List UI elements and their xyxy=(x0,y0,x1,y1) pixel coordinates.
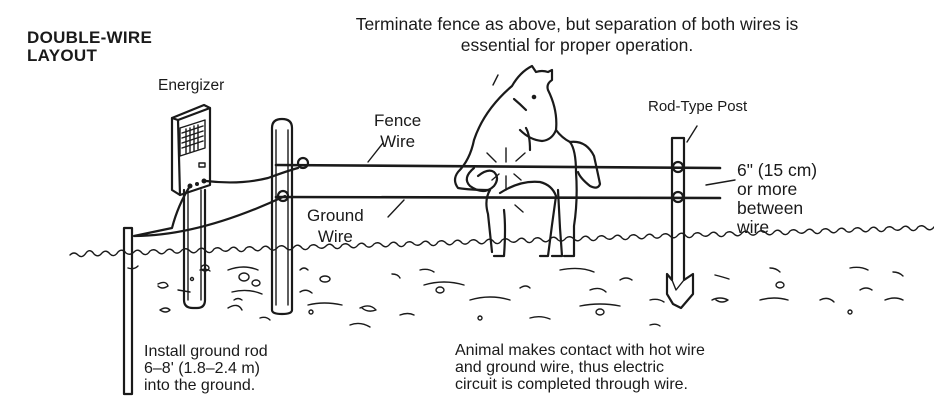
energizer-lead-fence xyxy=(204,166,300,184)
energizer-label: Energizer xyxy=(158,77,225,94)
caption-leader xyxy=(492,74,499,86)
ground-wire-insulator xyxy=(276,189,290,203)
rod-type-post-label: Rod-Type Post xyxy=(648,98,748,115)
ground-line xyxy=(69,225,934,258)
shock-spark-icon xyxy=(486,147,526,213)
ground-wire-label: Ground Wire xyxy=(307,206,364,246)
spacing-leader xyxy=(705,179,736,186)
energizer-lead-ground xyxy=(132,184,287,238)
rod-type-post xyxy=(665,136,695,310)
animal-contact-caption: Animal makes contact with hot wire and g… xyxy=(455,342,705,393)
fence-wire-leader xyxy=(367,142,384,163)
fence-wire-insulator xyxy=(296,156,310,170)
rod-post-leader xyxy=(686,125,698,143)
soil-specks xyxy=(127,264,904,328)
rod-post-insulator-top xyxy=(671,160,685,174)
rod-post-insulator-bottom xyxy=(671,190,685,204)
horse-icon xyxy=(453,64,602,258)
fence-wire xyxy=(274,163,722,170)
energizer-ground-rod xyxy=(182,188,207,310)
ground-wire-leader xyxy=(387,199,405,218)
fence-wire-label: Fence Wire xyxy=(374,111,422,151)
energizer-icon xyxy=(170,103,212,197)
ground-wire xyxy=(274,195,722,200)
top-caption: Terminate fence as above, but separation… xyxy=(355,14,799,55)
ground-rod-instruction: Install ground rod 6–8' (1.8–2.4 m) into… xyxy=(144,343,268,394)
diagram-title: DOUBLE-WIRE LAYOUT xyxy=(27,28,153,65)
ground-rod xyxy=(122,226,134,396)
wire-spacing-label: 6" (15 cm) or more between wire xyxy=(737,160,818,237)
wooden-post xyxy=(270,117,294,316)
